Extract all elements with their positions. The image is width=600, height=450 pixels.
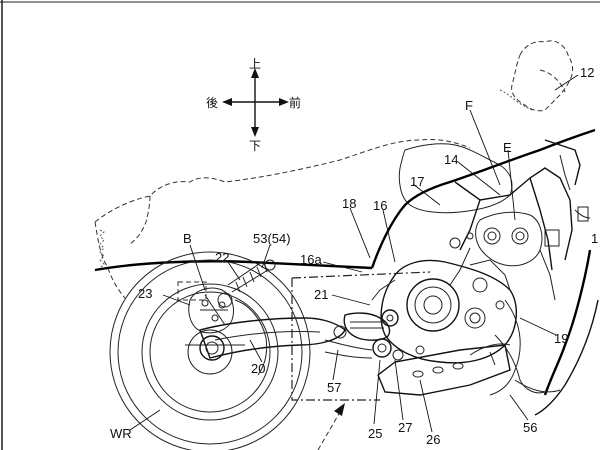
label-23: 23 (138, 286, 152, 301)
rider-contour-4 (99, 229, 105, 269)
frame-truss-3 (544, 139, 581, 186)
label-B: B (183, 231, 192, 246)
detail-boundary (291, 271, 431, 401)
rider-contour-3 (129, 195, 151, 245)
direction-indicator (222, 68, 289, 137)
direction-front-label: 前 (289, 95, 301, 110)
label-14: 14 (444, 152, 458, 167)
direction-rear-label: 後 (206, 96, 218, 110)
label-1: 1 (591, 231, 598, 246)
shift-linkage (343, 309, 399, 341)
handlebar-dots (499, 89, 533, 111)
leader-lines (129, 74, 579, 433)
label-16: 16 (373, 198, 387, 213)
view-arrow (317, 403, 345, 450)
label-20: 20 (251, 361, 265, 376)
windscreen-outline (511, 40, 574, 112)
front-downtube (543, 249, 592, 396)
swingarm (185, 317, 347, 361)
label-26: 26 (426, 432, 440, 447)
frame-truss-4 (559, 154, 591, 219)
label-27: 27 (398, 420, 412, 435)
rider-silhouette (94, 139, 471, 223)
foot-linkage (324, 338, 425, 361)
label-21: 21 (314, 287, 328, 302)
rear-wheel (109, 251, 311, 450)
label-F: F (465, 98, 473, 113)
exhaust-pipe (514, 379, 561, 393)
label-22: 22 (215, 250, 229, 265)
label-16a: 16a (300, 252, 322, 267)
frame-truss-2 (459, 177, 553, 271)
main-frame (370, 128, 596, 269)
label-57: 57 (327, 380, 341, 395)
chain-guard (234, 299, 268, 376)
front-wheel-arc (534, 299, 599, 416)
label-53-54: 53(54) (253, 231, 291, 246)
fastener (577, 206, 589, 222)
seat-rail (94, 260, 373, 272)
fuel-tank (398, 143, 513, 214)
skid-plate (377, 299, 546, 396)
windscreen-outline-2 (539, 69, 566, 93)
label-WR: WR (110, 426, 132, 441)
label-25: 25 (368, 426, 382, 441)
label-17: 17 (410, 174, 424, 189)
direction-down-label: 下 (249, 139, 261, 153)
engine-head (449, 211, 560, 301)
label-56: 56 (523, 420, 537, 435)
label-E: E (503, 140, 512, 155)
brake-assembly (177, 281, 235, 334)
label-19: 19 (554, 331, 568, 346)
label-18: 18 (342, 196, 356, 211)
frame-truss (454, 167, 573, 261)
label-12: 12 (580, 65, 594, 80)
direction-up-label: 上 (249, 57, 261, 71)
rear-shock (217, 259, 276, 308)
